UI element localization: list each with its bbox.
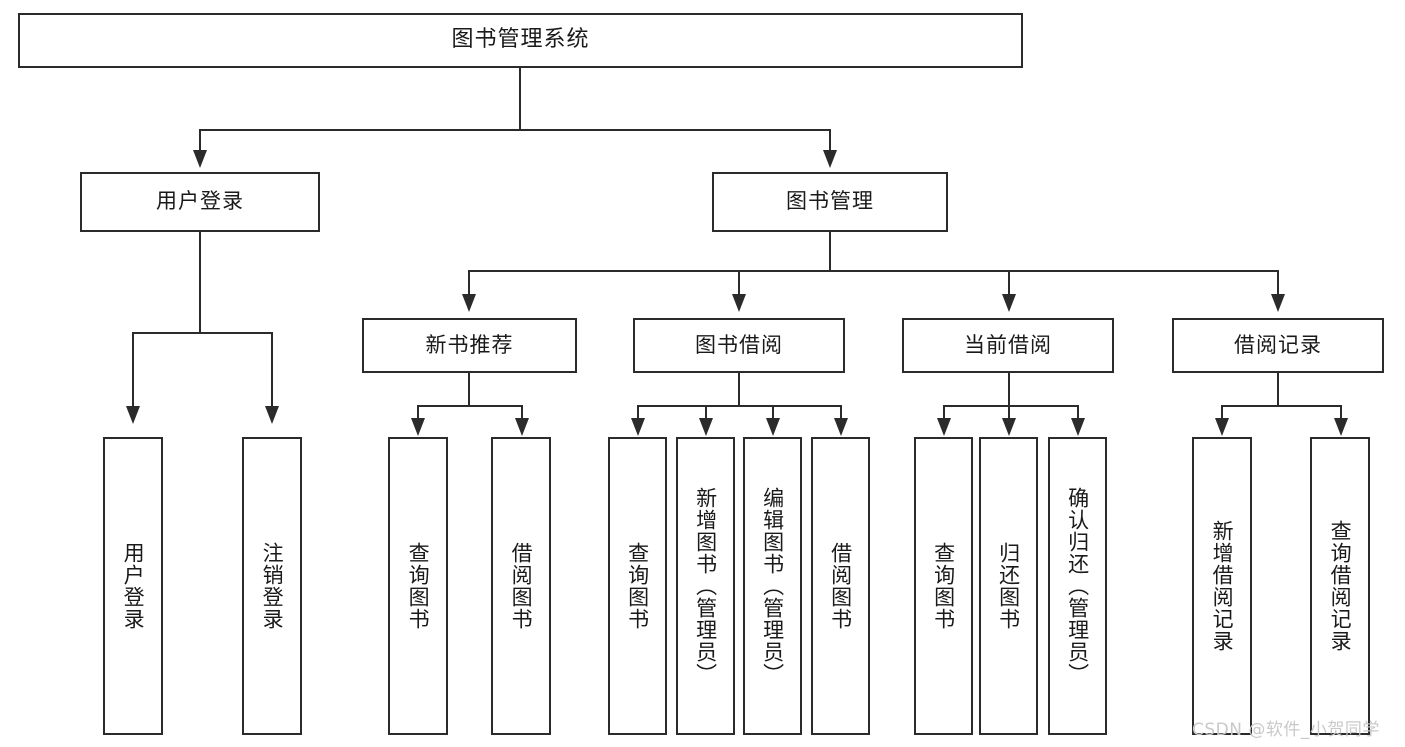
connector-cb-leaf-3 [1077,405,1079,421]
connector-current-borrow-bus [943,405,1079,407]
connector-bb-leaf-1 [637,405,639,421]
connector-bm-to-new-book [468,270,470,298]
node-label: 新增图书（管理员） [693,487,718,685]
connector-book-borrow-stem [738,373,740,406]
leaf-book-borrow-query[interactable]: 查询图书 [608,437,667,735]
arrow-br-leaf-1 [1215,418,1229,436]
leaf-borrow-record-query[interactable]: 查询借阅记录 [1310,437,1370,735]
connector-user-login-leaf-1 [132,332,134,410]
arrow-cb-leaf-3 [1071,418,1085,436]
arrow-bm-to-borrow-record [1271,294,1285,312]
connector-book-management-bus [468,270,1279,272]
connector-bm-to-book-borrow [738,270,740,298]
connector-book-borrow-bus [637,405,841,407]
connector-bb-leaf-4 [840,405,842,421]
connector-user-login-stem [199,232,201,333]
node-label: 图书管理系统 [451,27,590,53]
connector-cb-leaf-1 [943,405,945,421]
connector-br-leaf-2 [1340,405,1342,421]
connector-root-bus [199,129,831,131]
connector-bm-to-current-borrow [1008,270,1010,298]
node-book-borrow[interactable]: 图书借阅 [633,318,845,373]
node-new-book-recommend[interactable]: 新书推荐 [362,318,577,373]
connector-cb-leaf-2 [1008,405,1010,421]
node-label: 查询借阅记录 [1328,520,1353,652]
connector-root-to-book-management [829,129,831,153]
arrow-user-login-leaf-2 [265,406,279,424]
node-label: 借阅记录 [1234,332,1322,357]
arrow-bm-to-book-borrow [732,294,746,312]
node-label: 新书推荐 [425,332,514,357]
leaf-new-book-borrow[interactable]: 借阅图书 [491,437,551,735]
connector-nb-leaf-1 [417,405,419,421]
connector-root-to-user-login [199,129,201,153]
connector-br-leaf-1 [1221,405,1223,421]
arrow-nb-leaf-2 [515,418,529,436]
leaf-book-borrow-borrow[interactable]: 借阅图书 [811,437,870,735]
arrow-root-to-user-login [193,150,207,168]
leaf-borrow-record-add[interactable]: 新增借阅记录 [1192,437,1252,735]
node-label: 借阅图书 [828,542,853,630]
node-borrow-record[interactable]: 借阅记录 [1172,318,1384,373]
leaf-current-borrow-return[interactable]: 归还图书 [979,437,1038,735]
connector-nb-leaf-2 [521,405,523,421]
connector-user-login-leaf-2 [271,332,273,410]
arrow-br-leaf-2 [1334,418,1348,436]
node-book-management[interactable]: 图书管理 [712,172,948,232]
connector-bb-leaf-2 [705,405,707,421]
node-label: 归还图书 [996,542,1021,630]
connector-user-login-bus [132,332,272,334]
leaf-current-borrow-confirm-admin[interactable]: 确认归还（管理员） [1048,437,1107,735]
csdn-watermark: CSDN @软件_小贺同学 [1192,720,1380,740]
connector-new-book-stem [468,373,470,406]
arrow-root-to-book-management [823,150,837,168]
node-label: 用户登录 [121,542,146,630]
arrow-nb-leaf-1 [411,418,425,436]
connector-bm-to-borrow-record [1277,270,1279,298]
node-label: 用户登录 [156,189,244,214]
connector-book-management-stem [829,232,831,271]
arrow-user-login-leaf-1 [126,406,140,424]
connector-borrow-record-stem [1277,373,1279,406]
arrow-bm-to-current-borrow [1002,294,1016,312]
node-label: 图书借阅 [695,332,783,357]
node-label: 查询图书 [406,542,431,630]
connector-current-borrow-stem [1008,373,1010,406]
leaf-book-borrow-add-admin[interactable]: 新增图书（管理员） [676,437,735,735]
leaf-book-borrow-edit-admin[interactable]: 编辑图书（管理员） [743,437,802,735]
node-label: 编辑图书（管理员） [760,487,785,685]
arrow-bb-leaf-3 [766,418,780,436]
node-label: 新增借阅记录 [1210,520,1235,652]
arrow-bb-leaf-1 [631,418,645,436]
node-current-borrow[interactable]: 当前借阅 [902,318,1114,373]
connector-bb-leaf-3 [772,405,774,421]
arrow-bb-leaf-2 [699,418,713,436]
connector-borrow-record-bus [1221,405,1340,407]
leaf-user-login-login[interactable]: 用户登录 [103,437,163,735]
arrow-cb-leaf-2 [1002,418,1016,436]
connector-new-book-bus [417,405,521,407]
arrow-bm-to-new-book [462,294,476,312]
node-label: 借阅图书 [509,542,534,630]
leaf-new-book-query[interactable]: 查询图书 [388,437,448,735]
leaf-current-borrow-query[interactable]: 查询图书 [914,437,973,735]
node-label: 确认归还（管理员） [1065,487,1090,685]
node-root-book-management-system[interactable]: 图书管理系统 [18,13,1023,68]
leaf-user-login-logout[interactable]: 注销登录 [242,437,302,735]
node-label: 查询图书 [931,542,956,630]
arrow-cb-leaf-1 [937,418,951,436]
connector-root-stem [519,68,521,130]
node-label: 图书管理 [786,189,874,214]
node-label: 注销登录 [260,542,285,630]
arrow-bb-leaf-4 [834,418,848,436]
node-label: 查询图书 [625,542,650,630]
node-label: 当前借阅 [964,332,1052,357]
node-user-login[interactable]: 用户登录 [80,172,320,232]
